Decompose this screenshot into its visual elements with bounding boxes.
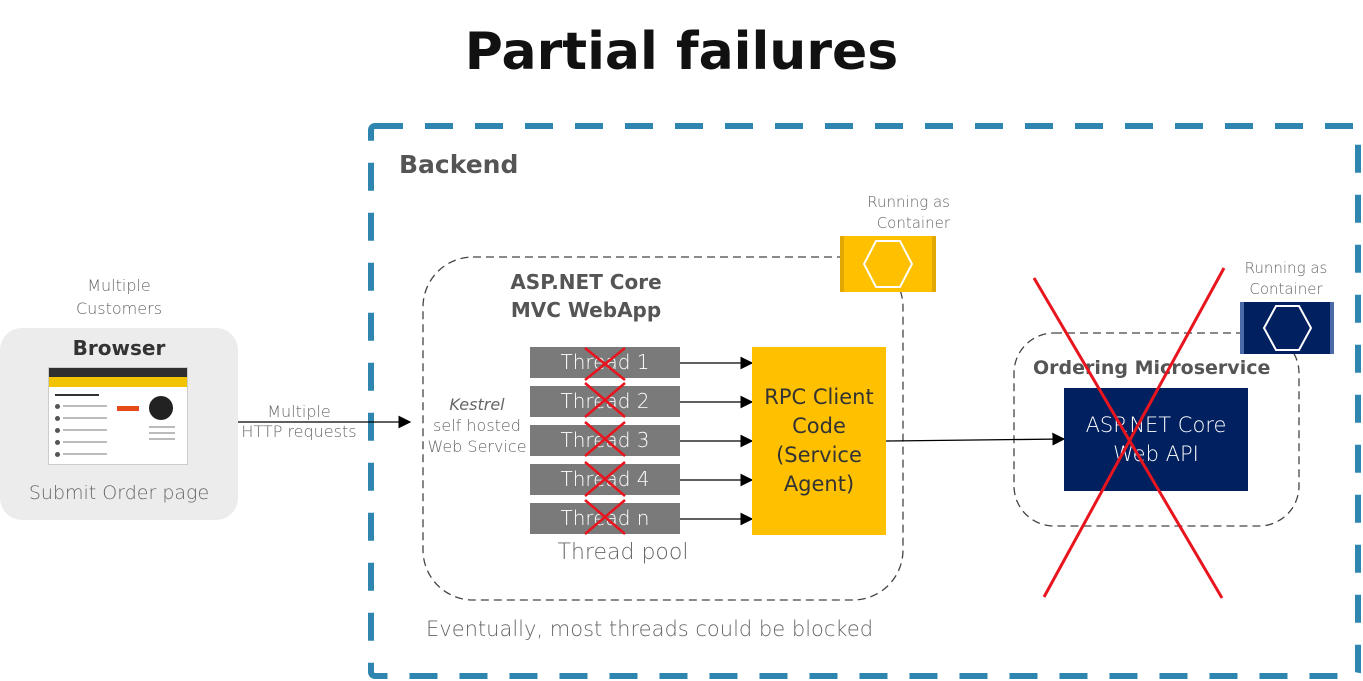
thread-1: Thread 1 <box>530 347 680 378</box>
browser-caption: Submit Order page <box>28 482 210 504</box>
web-api-box: ASP.NET Core Web API <box>1064 388 1248 491</box>
cross-ordering-a <box>1032 277 1224 599</box>
cross-thread-2b <box>584 382 626 418</box>
backend-frame <box>368 123 1361 679</box>
cross-thread-3b <box>584 421 626 457</box>
cross-thread-4b <box>584 461 626 497</box>
container-icon-webapp <box>840 236 936 292</box>
kestrel-label: Kestrel self hosted Web Service <box>427 395 527 456</box>
cross-ordering-b <box>1042 267 1226 598</box>
ordering-container-caption: Running as Container <box>1244 259 1328 298</box>
page-title: Partial failures <box>464 22 899 82</box>
rpc-to-api-arrow <box>885 432 1066 446</box>
ordering-title: Ordering Microservice <box>1033 357 1271 379</box>
webapp-boundary <box>422 256 904 601</box>
http-label: Multiple HTTP requests <box>241 402 357 441</box>
rpc-client-box: RPC Client Code (Service Agent) <box>752 347 886 535</box>
browser-title: Browser <box>72 336 166 360</box>
thread-pool-label: Thread pool <box>557 540 689 565</box>
blocked-footer: Eventually, most threads could be blocke… <box>426 617 874 641</box>
customers-caption: Multiple Customers <box>75 276 163 318</box>
webapp-container-caption: Running as Container <box>867 193 950 232</box>
backend-label: Backend <box>399 150 519 179</box>
cross-thread-1b <box>584 347 626 381</box>
submit-order-screenshot <box>48 367 188 465</box>
container-icon-ordering <box>1240 302 1334 354</box>
ordering-boundary <box>1013 332 1300 527</box>
webapp-title: ASP.NET Core MVC WebApp <box>510 270 662 322</box>
cross-thread-nb <box>584 499 626 535</box>
